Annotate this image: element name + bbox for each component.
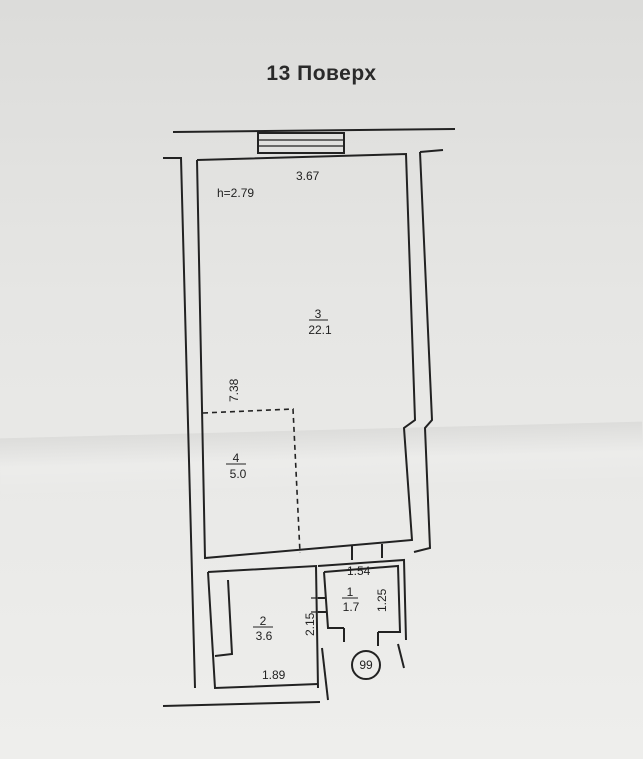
outer-right-cap [419,149,444,153]
room3-area: 22.1 [308,323,332,337]
marker-label: 99 [359,658,373,672]
room2-top-right [207,564,319,689]
room1-area: 1.7 [343,600,360,614]
corridor-left [321,647,329,701]
floor-title: 13 Поверх [266,62,377,85]
room3-number: 3 [315,307,322,321]
room2-inner-notch [214,579,234,657]
room1-top-right [317,558,407,641]
dim-room1-length: 1.25 [375,588,389,612]
room2-left-bottom [207,571,319,690]
walls [162,128,456,707]
marker-circle [351,650,381,680]
dim-left-length: 7.38 [227,378,241,402]
room1-inner [323,564,402,633]
dim-room1-width: 1.54 [347,564,371,578]
top-ledge-line [172,128,456,133]
outer-left-wall [163,157,196,689]
room1-number: 1 [347,585,354,599]
room4-dashed-boundary [202,408,301,554]
outer-right-wall [413,151,434,553]
bottom-ground-line [162,701,321,707]
window [257,132,345,154]
dim-room2-width: 1.89 [262,668,286,682]
dimension-ticks [311,597,321,613]
ceiling-height-label: h=2.79 [217,186,254,200]
room3-outline [196,152,417,560]
room2-area: 3.6 [256,629,273,643]
room4-area: 5.0 [230,467,247,481]
room1-inner-left [323,571,344,629]
room4-number: 4 [233,451,240,465]
room2-number: 2 [260,614,267,628]
dim-room2-length: 2.15 [303,612,317,636]
corridor-right [397,643,405,669]
dim-top-width: 3.67 [296,169,320,183]
